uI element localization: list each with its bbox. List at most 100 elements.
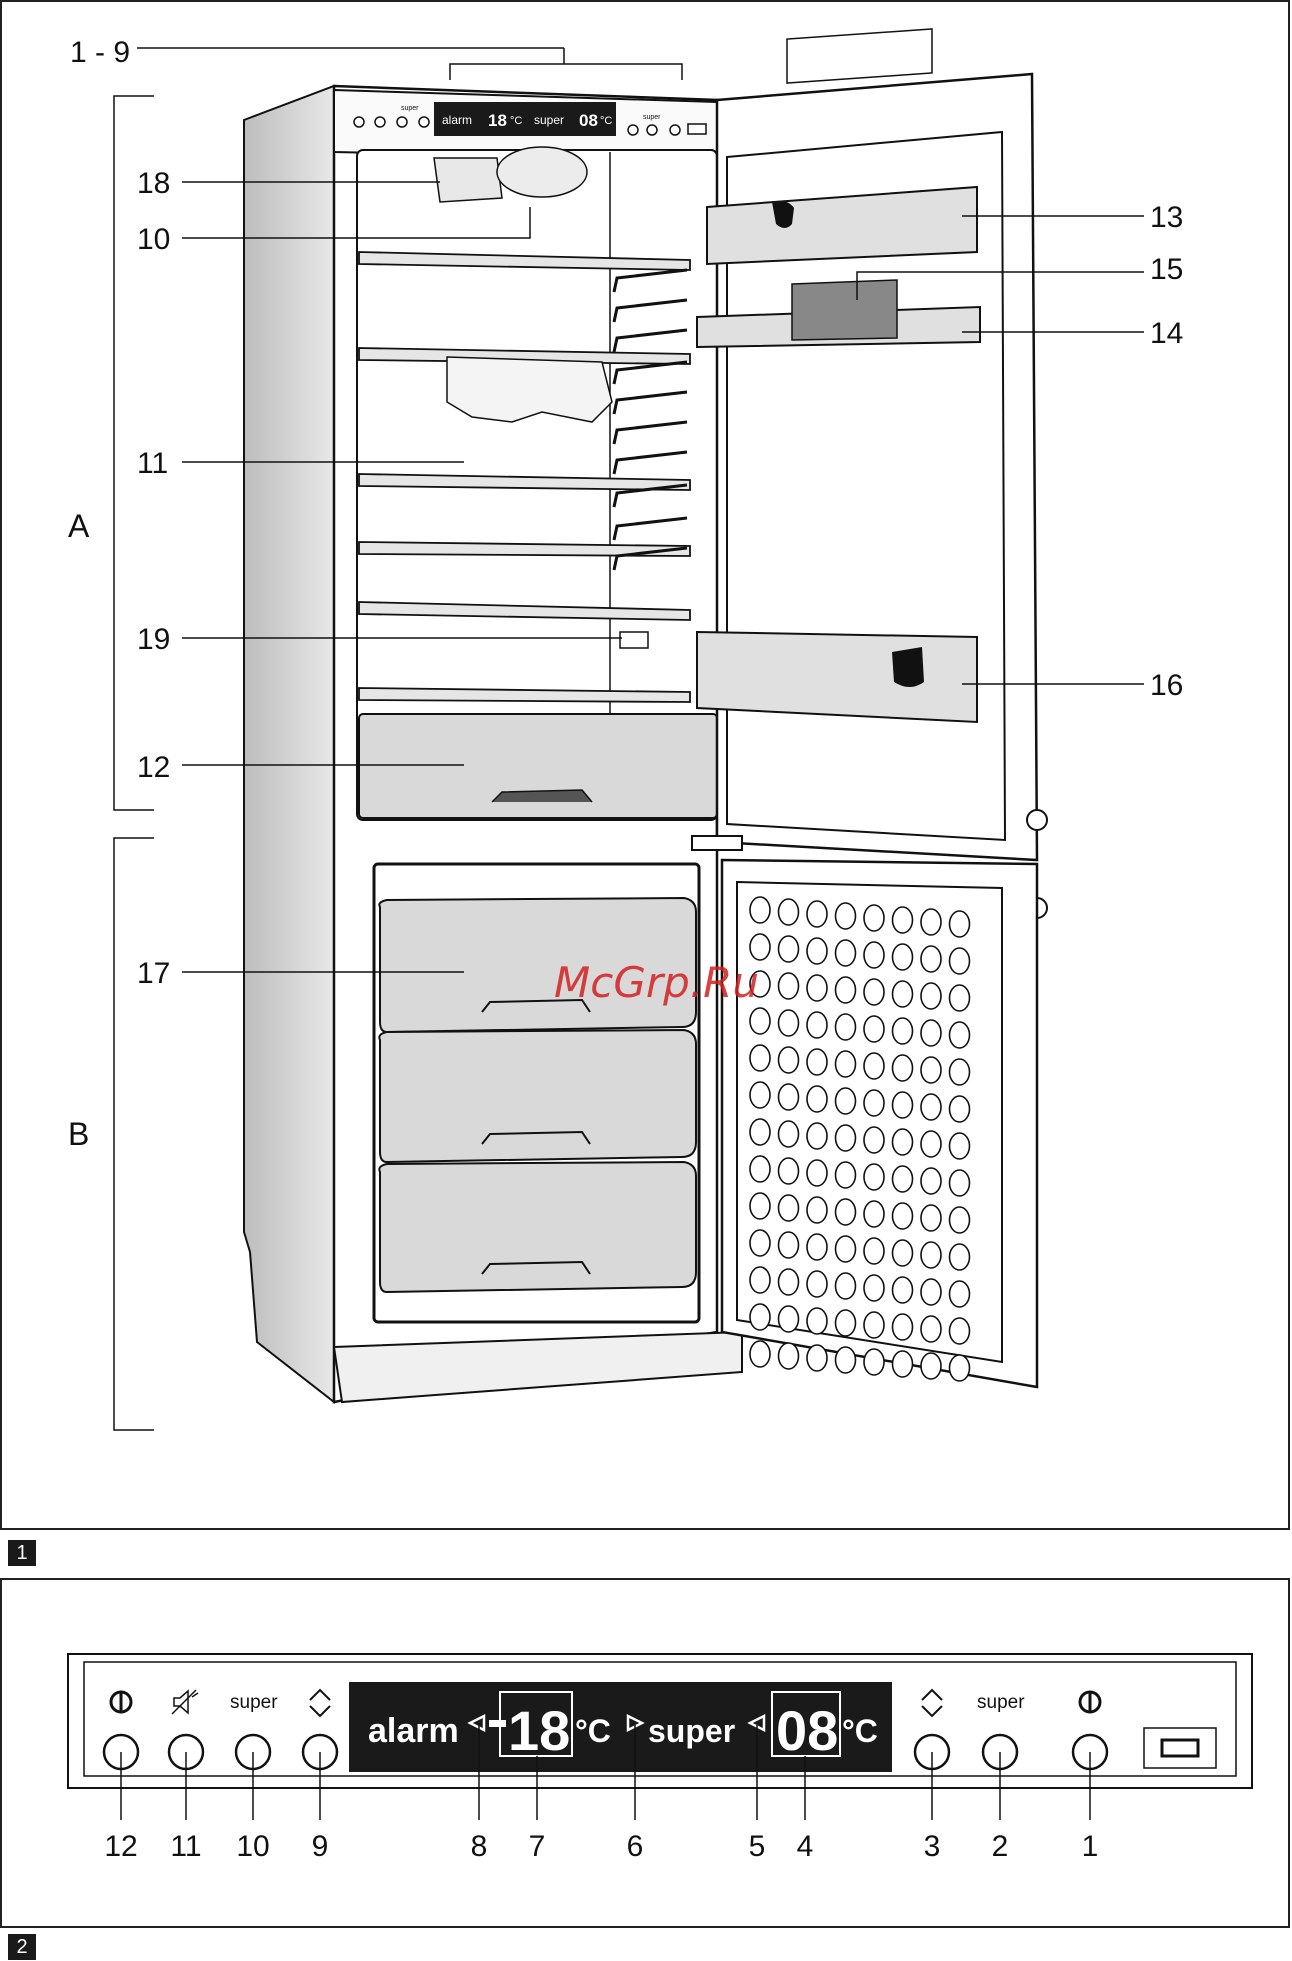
door-dimple — [893, 1240, 913, 1266]
egg-tray — [447, 357, 612, 422]
door-dimple — [807, 1012, 827, 1038]
watermark: McGrp.Ru — [554, 958, 759, 1007]
callout-19: 19 — [137, 623, 170, 656]
door-dimple — [893, 1277, 913, 1303]
door-dimple — [836, 1125, 856, 1151]
figure-1-panel: alarm 18 °C super 08 °C super super — [0, 0, 1290, 1530]
door-dimple — [864, 1201, 884, 1227]
door-dimple — [950, 1059, 970, 1085]
door-dimple — [921, 1316, 941, 1342]
callout-14: 14 — [1150, 317, 1183, 350]
figure-1-number: 1 — [8, 1540, 36, 1566]
door-dimple — [836, 1347, 856, 1373]
door-dimple — [921, 1168, 941, 1194]
callout-11: 11 — [137, 447, 168, 480]
door-dimple — [864, 1275, 884, 1301]
super-label-left: super — [230, 1692, 278, 1713]
door-dimple — [864, 1312, 884, 1338]
door-dimple — [836, 1014, 856, 1040]
door-dimple — [750, 1045, 770, 1071]
door-dimple — [921, 983, 941, 1009]
door-dimple — [864, 1349, 884, 1375]
door-dimple — [950, 1170, 970, 1196]
door-dimple — [807, 1271, 827, 1297]
door-dimple — [779, 1121, 799, 1147]
door-dimple — [864, 1090, 884, 1116]
door-dimple — [893, 1055, 913, 1081]
control-number-2: 2 — [992, 1830, 1009, 1863]
door-dimple — [864, 979, 884, 1005]
callout-12: 12 — [137, 751, 170, 784]
display-fridge-temp: 08 — [776, 1699, 838, 1762]
door-dimple — [921, 1057, 941, 1083]
door-dimple — [864, 942, 884, 968]
door-dimple — [893, 1351, 913, 1377]
door-dimple — [864, 1127, 884, 1153]
door-dimple — [779, 1195, 799, 1221]
control-number-10: 10 — [236, 1830, 269, 1863]
door-dimple — [807, 1086, 827, 1112]
door-dimple — [836, 1162, 856, 1188]
door-dimple — [864, 1164, 884, 1190]
door-dimple — [807, 1123, 827, 1149]
door-dimple — [921, 1242, 941, 1268]
door-dimple — [921, 1131, 941, 1157]
door-dimple — [750, 1008, 770, 1034]
door-dimple — [950, 985, 970, 1011]
door-dimple — [750, 1082, 770, 1108]
control-number-9: 9 — [312, 1830, 329, 1863]
small-display-unit2: °C — [600, 115, 612, 127]
fridge-diagram: alarm 18 °C super 08 °C super super — [2, 2, 1290, 1528]
control-number-3: 3 — [924, 1830, 941, 1863]
door-dimple — [779, 1232, 799, 1258]
door-dimple — [779, 936, 799, 962]
door-dimple — [950, 1133, 970, 1159]
small-display-super: super — [534, 113, 564, 127]
callout-17: 17 — [137, 957, 170, 990]
door-dimple — [864, 905, 884, 931]
door-dimple — [893, 944, 913, 970]
small-display-alarm: alarm — [442, 113, 472, 127]
control-number-12: 12 — [104, 1830, 137, 1863]
display-window-icon — [1144, 1728, 1216, 1768]
door-dimple — [950, 1096, 970, 1122]
crisper-drawer — [359, 714, 717, 818]
callout-16: 16 — [1150, 669, 1183, 702]
light-unit — [434, 158, 502, 202]
small-super-label-right: super — [643, 114, 661, 121]
small-box — [620, 632, 648, 648]
door-dimple — [864, 1053, 884, 1079]
door-dimple — [893, 1129, 913, 1155]
door-dimple — [750, 1304, 770, 1330]
callout-15: 15 — [1150, 253, 1183, 286]
figure-2-number: 2 — [8, 1934, 36, 1960]
display-freezer-temp: 18 — [508, 1699, 570, 1762]
door-dimple — [921, 1353, 941, 1379]
door-dimple — [750, 1119, 770, 1145]
control-number-8: 8 — [471, 1830, 488, 1863]
door-dimple — [893, 981, 913, 1007]
small-display-temp2: 08 — [579, 111, 598, 130]
door-dimple — [807, 975, 827, 1001]
door-dimple — [779, 1306, 799, 1332]
zone-a-label: A — [68, 508, 90, 544]
door-dimple — [779, 973, 799, 999]
door-dimple — [921, 1094, 941, 1120]
callout-10: 10 — [137, 223, 170, 256]
door-dimple — [893, 1018, 913, 1044]
door-dimple — [807, 1234, 827, 1260]
control-number-11: 11 — [170, 1830, 201, 1863]
door-dimple — [950, 1244, 970, 1270]
cabinet-side — [244, 86, 334, 1402]
figure-2-panel: alarm 18 °C super 08 °C super super — [0, 1578, 1290, 1928]
small-display-unit1: °C — [510, 115, 522, 127]
callout-1-9: 1 - 9 — [70, 36, 130, 69]
display-alarm: alarm — [368, 1712, 459, 1750]
door-dimple — [893, 1166, 913, 1192]
door-dimple — [779, 1084, 799, 1110]
door-dimple — [950, 1281, 970, 1307]
door-dimple — [836, 1236, 856, 1262]
bottle-holder — [792, 280, 897, 340]
display-unit-left: °C — [575, 1713, 611, 1749]
